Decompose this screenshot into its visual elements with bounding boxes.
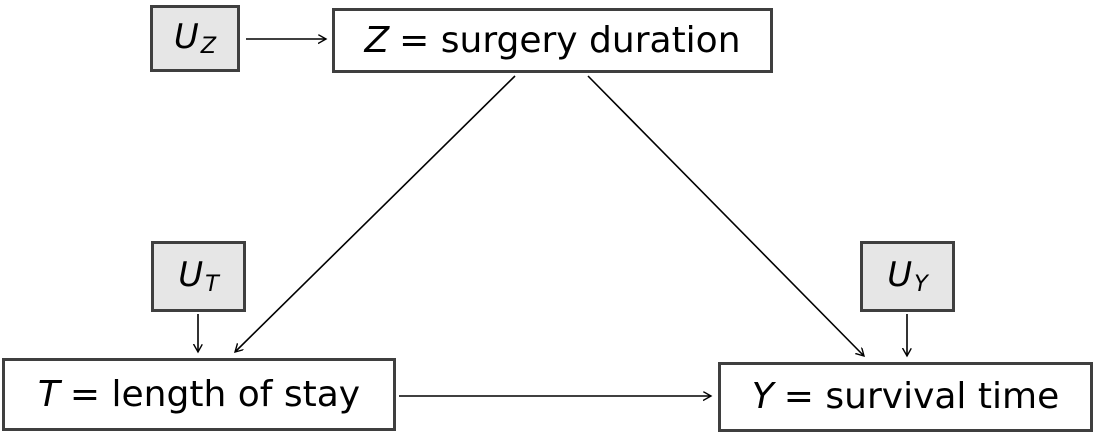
ut-variable: U <box>178 254 204 295</box>
node-uz-label: UZ <box>174 20 216 57</box>
z-variable: Z <box>364 19 390 61</box>
ut-subscript: T <box>205 270 219 297</box>
uy-subscript: Y <box>914 270 928 297</box>
node-uy-label: UY <box>887 258 928 295</box>
t-description: = length of stay <box>69 373 361 415</box>
z-description: = surgery duration <box>399 19 741 61</box>
y-variable: Y <box>751 376 774 417</box>
node-y-label: Y= survival time <box>752 379 1059 415</box>
node-ut-label: UT <box>178 258 219 295</box>
node-uy: UY <box>860 241 955 312</box>
node-y: Y= survival time <box>718 362 1093 432</box>
t-variable: T <box>37 373 60 415</box>
y-description: = survival time <box>783 376 1060 417</box>
node-z-label: Z= surgery duration <box>364 19 741 61</box>
node-ut: UT <box>151 241 246 312</box>
uz-subscript: Z <box>200 32 217 59</box>
node-t-label: T= length of stay <box>37 373 361 415</box>
node-z: Z= surgery duration <box>332 8 773 73</box>
uy-variable: U <box>887 254 913 295</box>
uz-variable: U <box>173 16 199 57</box>
node-t: T= length of stay <box>2 358 396 431</box>
node-uz: UZ <box>150 5 240 72</box>
edge-z-to-t <box>235 75 516 352</box>
edge-z-to-y <box>587 75 864 356</box>
